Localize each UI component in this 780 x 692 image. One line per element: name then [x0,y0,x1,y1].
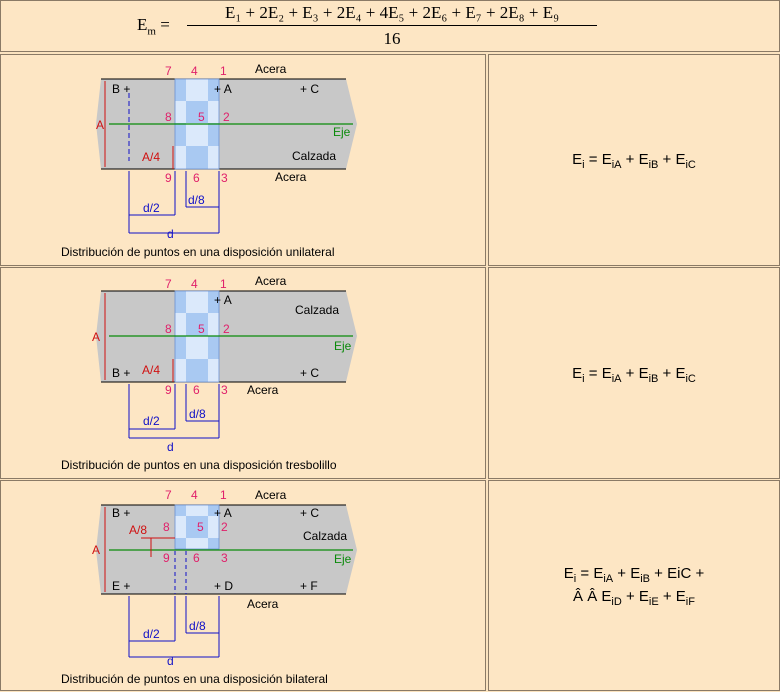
diagram-bilateral-svg: A A/8 Acera Acera Calzada Eje B + + A + … [92,488,357,668]
roadway-label: Calzada [292,149,336,163]
point-c-label: + C [300,366,319,380]
eighth-label: A/8 [129,523,147,537]
point-a-label: + A [214,82,232,96]
roadway-label: Calzada [295,303,339,317]
equation-cell-bilateral: Ei = EiA + EiB + EiC + Â Â EiD + EiE + E… [488,480,780,691]
equation-bilateral-line2: Â Â EiD + EiE + EiF [573,588,695,608]
point-numbers: 1 4 7 2 5 8 3 6 9 [163,488,228,565]
sidewalk-label-bottom: Acera [275,170,307,184]
formula-numerator: E₁ + 2E₂ + E₃ + 2E₄ + 4E₅ + 2E₆ + E₇ + 2… [187,3,597,26]
equation-unilateral: Ei = EiA + EiB + EiC [572,151,696,171]
d8-label: d/8 [188,193,205,207]
svg-text:5: 5 [198,322,205,336]
svg-text:3: 3 [221,171,228,185]
svg-text:5: 5 [197,520,204,534]
svg-text:6: 6 [193,551,200,565]
formula-header: Em = E₁ + 2E₂ + E₃ + 2E₄ + 4E₅ + 2E₆ + E… [0,0,780,52]
width-label: A [96,118,104,132]
measurement-grid [174,504,220,550]
svg-text:4: 4 [191,277,198,291]
svg-text:3: 3 [221,383,228,397]
d-label: d [167,440,174,454]
point-c-label: + C [300,82,319,96]
distance-dimensions [128,551,220,658]
sidewalk-label-top: Acera [255,62,287,76]
point-e-label: E + [112,579,130,593]
svg-text:7: 7 [165,64,172,78]
sidewalk-label-bottom: Acera [247,383,279,397]
diagram-bilateral: A A/8 Acera Acera Calzada Eje B + + A + … [0,480,486,691]
svg-text:3: 3 [221,551,228,565]
caption-tresbolillo: Distribución de puntos en una disposició… [61,458,337,472]
d2-label: d/2 [143,627,160,641]
point-d-label: + D [214,579,233,593]
svg-text:7: 7 [165,277,172,291]
svg-text:9: 9 [165,171,172,185]
point-numbers: 1 4 7 2 5 8 3 6 9 [165,64,230,185]
sidewalk-label-bottom: Acera [247,597,279,611]
equation-cell-tresbolillo: Ei = EiA + EiB + EiC [488,267,780,479]
svg-text:6: 6 [193,171,200,185]
axis-label: Eje [333,125,351,139]
axis-label: Eje [334,339,352,353]
width-label: A [92,543,100,557]
formula-lhs: Em = [137,15,170,38]
distance-dimensions [128,171,220,234]
d-label: d [167,227,174,241]
svg-text:9: 9 [165,383,172,397]
width-label: A [92,330,100,344]
svg-text:8: 8 [165,110,172,124]
distance-dimensions [128,384,220,439]
svg-text:1: 1 [220,277,227,291]
diagram-unilateral-svg: A A/4 Acera Acera Calzada Eje B + + A + … [96,62,357,241]
svg-text:8: 8 [165,322,172,336]
point-f-label: + F [300,579,318,593]
caption-unilateral: Distribución de puntos en una disposició… [61,245,335,259]
svg-text:2: 2 [223,322,230,336]
diagram-tresbolillo-svg: A A/4 Acera Acera Calzada Eje B + + A + … [92,274,357,454]
equation-bilateral-line1: Ei = EiA + EiB + EiC + [563,565,705,585]
roadway-label: Calzada [303,529,347,543]
point-b-label: B + [112,506,130,520]
svg-text:2: 2 [221,520,228,534]
svg-text:6: 6 [193,383,200,397]
svg-text:4: 4 [191,64,198,78]
svg-text:2: 2 [223,110,230,124]
diagram-unilateral: A A/4 Acera Acera Calzada Eje B + + A + … [0,54,486,266]
d8-label: d/8 [189,407,206,421]
svg-text:8: 8 [163,520,170,534]
point-numbers: 1 4 7 2 5 8 3 6 9 [165,277,230,397]
point-b-label: B + [112,366,130,380]
sidewalk-label-top: Acera [255,488,287,502]
d8-label: d/8 [189,619,206,633]
equation-tresbolillo: Ei = EiA + EiB + EiC [572,365,696,385]
svg-text:5: 5 [198,110,205,124]
d-label: d [167,654,174,668]
d2-label: d/2 [143,414,160,428]
axis-label: Eje [334,552,352,566]
point-c-label: + C [300,506,319,520]
svg-text:4: 4 [191,488,198,502]
sidewalk-label-top: Acera [255,274,287,288]
formula-fraction: E₁ + 2E₂ + E₃ + 2E₄ + 4E₅ + 2E₆ + E₇ + 2… [187,3,597,49]
quarter-label: A/4 [142,363,160,377]
formula-denominator: 16 [383,29,401,48]
caption-bilateral: Distribución de puntos en una disposició… [61,672,328,686]
point-a-label: + A [214,506,232,520]
d2-label: d/2 [143,201,160,215]
point-a-label: + A [214,293,232,307]
diagram-tresbolillo: A A/4 Acera Acera Calzada Eje B + + A + … [0,267,486,479]
equation-cell-unilateral: Ei = EiA + EiB + EiC [488,54,780,266]
point-b-label: B + [112,82,130,96]
svg-text:1: 1 [220,488,227,502]
svg-text:1: 1 [220,64,227,78]
svg-text:7: 7 [165,488,172,502]
svg-text:9: 9 [163,551,170,565]
quarter-label: A/4 [142,150,160,164]
